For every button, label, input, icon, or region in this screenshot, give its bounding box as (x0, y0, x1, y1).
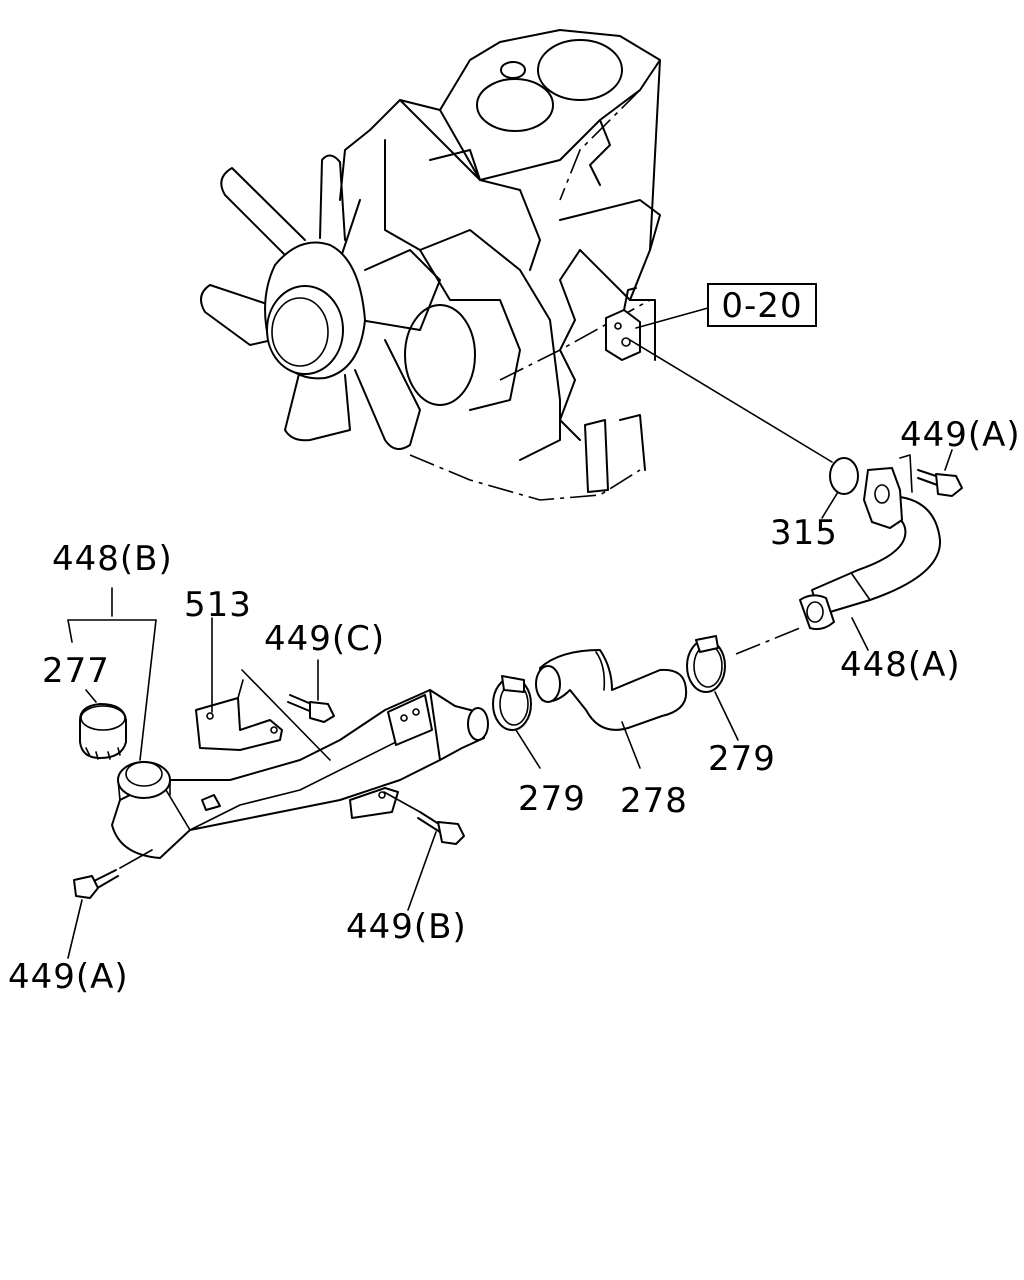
reference-box-label: 0-20 (721, 286, 802, 326)
reference-box: 0-20 (707, 283, 817, 327)
leader-ref-box (635, 307, 709, 329)
o-ring-315 (821, 457, 859, 519)
label-279-left: 279 (518, 779, 586, 819)
bracket-513 (195, 617, 331, 761)
bolt-449b (383, 791, 465, 911)
bolt-449a-left (67, 849, 153, 959)
cap-277 (79, 689, 127, 760)
outlet-pipe-448a (799, 454, 942, 651)
engine-block (339, 29, 661, 501)
label-278: 278 (620, 781, 688, 821)
bolt-449a-right (917, 449, 963, 497)
filler-pipe-448b (111, 689, 489, 859)
label-277: 277 (42, 651, 110, 691)
label-513: 513 (184, 585, 252, 625)
label-449a-right: 449(A) (900, 415, 1021, 455)
bolt-449c (287, 659, 335, 723)
label-279-right: 279 (708, 739, 776, 779)
clamp-279-right (686, 627, 801, 741)
label-315: 315 (770, 513, 838, 553)
label-449c: 449(C) (264, 619, 385, 659)
label-449b: 449(B) (346, 907, 467, 947)
leader-448b (67, 587, 157, 761)
label-448a: 448(A) (840, 645, 961, 685)
label-448b: 448(B) (52, 539, 173, 579)
hose-278 (535, 649, 688, 769)
cooling-fan (200, 154, 441, 450)
leader-0-20 (629, 339, 833, 463)
label-449a-left: 449(A) (8, 957, 129, 997)
clamp-279-left (492, 675, 541, 769)
